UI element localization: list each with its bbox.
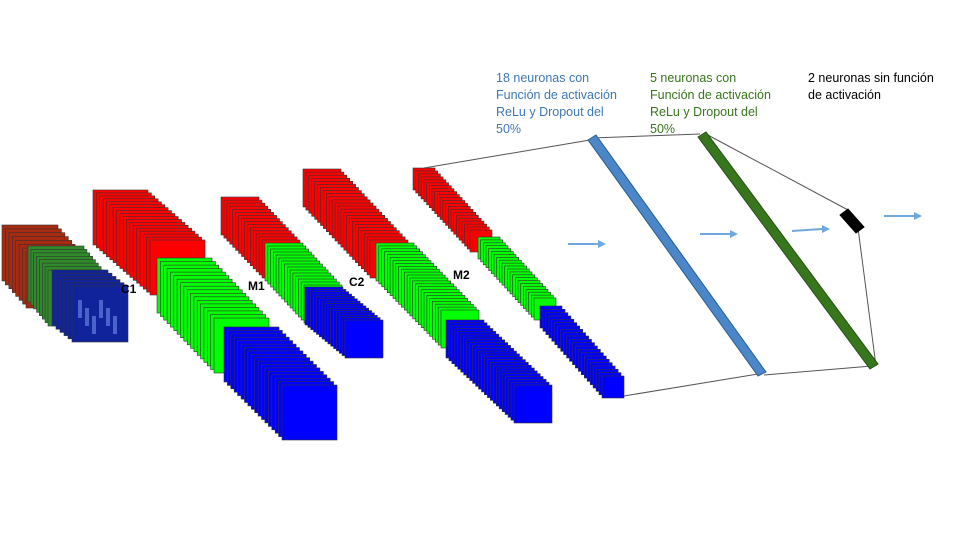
connector-line (623, 373, 759, 397)
dense2-caption: 5 neuronas con Función de activación ReL… (650, 70, 771, 138)
input-texture (99, 300, 103, 318)
dense1-caption: 18 neuronas con Función de activación Re… (496, 70, 617, 138)
caption-line: 50% (650, 122, 676, 136)
arrow-right-icon (791, 225, 830, 233)
input-image-stack (1, 224, 129, 343)
connector-line (591, 133, 701, 139)
input-texture (78, 300, 82, 318)
caption-line: 2 neuronas sin función (808, 71, 934, 85)
caption-line: 18 neuronas con (496, 71, 590, 85)
caption-line: Función de activación (496, 88, 617, 102)
feature-map-blue (601, 375, 625, 399)
dense1-bar (587, 134, 767, 377)
conv2-feature-maps (302, 168, 553, 424)
connector-line (857, 227, 877, 367)
feature-map-blue (344, 319, 384, 359)
label-m2: M2 (453, 268, 470, 282)
flow-arrows (568, 212, 922, 248)
input-texture (85, 308, 89, 326)
caption-line: ReLu y Dropout del (496, 105, 604, 119)
dense2-bar (697, 131, 879, 370)
input-texture (92, 316, 96, 334)
maxpool2-feature-maps (412, 167, 625, 399)
label-m1: M1 (248, 279, 265, 293)
arrow-right-icon (700, 230, 738, 238)
connector-line (763, 365, 873, 376)
arrow-right-icon (568, 240, 606, 248)
output-caption: 2 neuronas sin función de activación (808, 70, 934, 104)
label-c2: C2 (349, 275, 365, 289)
connector-line (705, 133, 849, 211)
arrow-right-icon (884, 212, 922, 220)
caption-line: Función de activación (650, 88, 771, 102)
caption-line: 50% (496, 122, 522, 136)
output-node (839, 208, 865, 234)
caption-line: ReLu y Dropout del (650, 105, 758, 119)
caption-line: 5 neuronas con (650, 71, 737, 85)
layer-connectors (423, 133, 877, 397)
input-texture (106, 308, 110, 326)
connector-line (423, 139, 591, 169)
conv1-feature-maps (92, 189, 338, 441)
label-c1: C1 (121, 282, 137, 296)
maxpool1-feature-maps (220, 196, 384, 359)
input-texture (113, 316, 117, 334)
caption-line: de activación (808, 88, 881, 102)
feature-map-blue (513, 384, 553, 424)
feature-map-blue (281, 384, 338, 441)
